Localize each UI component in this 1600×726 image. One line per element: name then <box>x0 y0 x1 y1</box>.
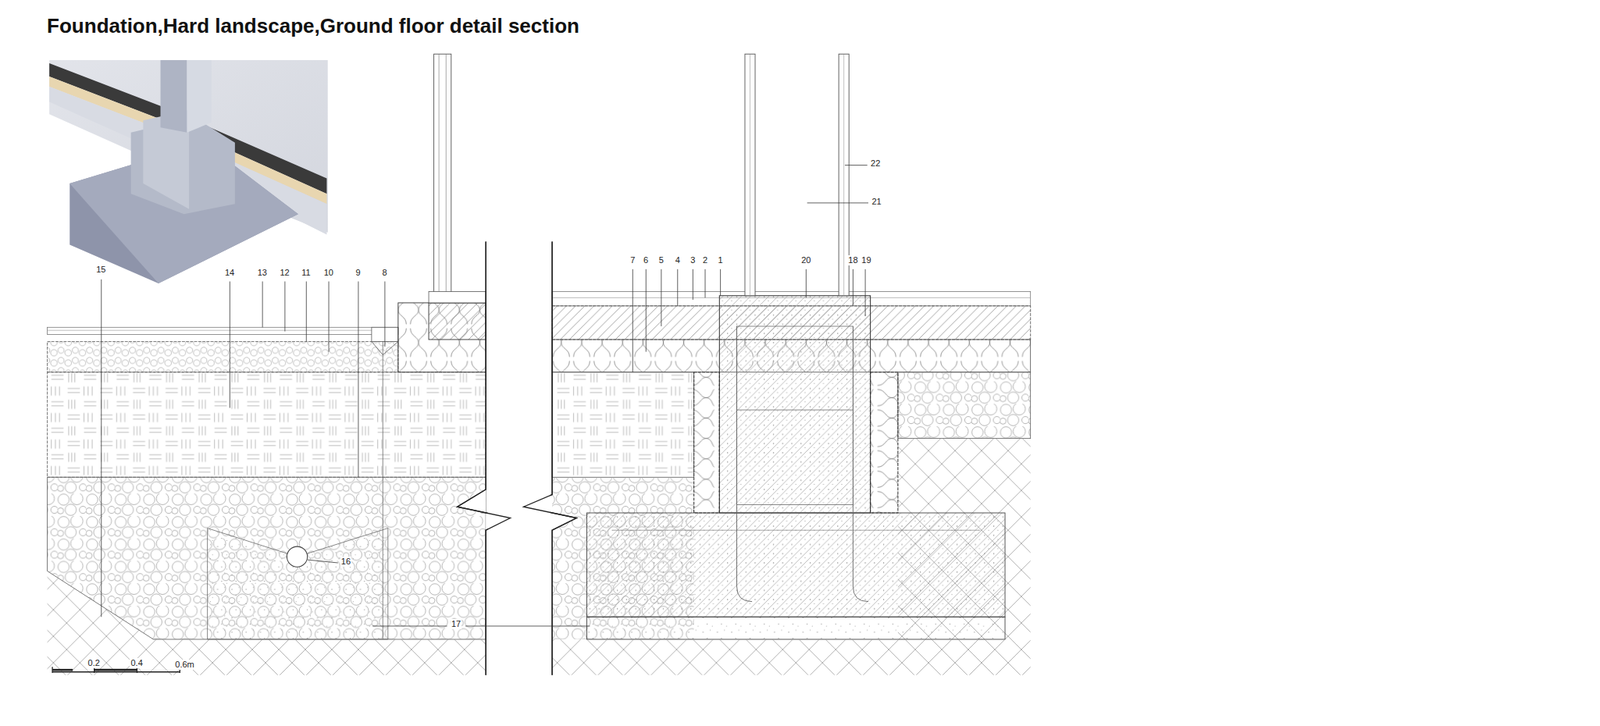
callout-number: 3 <box>689 255 696 266</box>
drawing-title: Foundation,Hard landscape,Ground floor d… <box>46 14 580 39</box>
break-line <box>457 240 578 680</box>
scale-value: 0.4 <box>129 658 143 669</box>
callout-number: 18 <box>847 255 859 266</box>
scale-value: 0.6m <box>174 659 195 670</box>
callout-number: 12 <box>278 267 290 278</box>
callout-number: 2 <box>702 255 709 266</box>
callout-number: 17 <box>450 619 462 630</box>
callout-number: 11 <box>300 267 311 278</box>
callout-number: 13 <box>256 267 268 278</box>
callout-number: 1 <box>717 255 724 266</box>
scale-bar <box>52 666 180 674</box>
callout-number: 22 <box>869 158 881 169</box>
callout-number: 5 <box>658 255 665 266</box>
foundation-section <box>552 53 1031 675</box>
callout-number: 21 <box>870 196 882 207</box>
callout-number: 10 <box>323 267 335 278</box>
callout-number: 15 <box>95 264 107 275</box>
scale-value: 0.2 <box>87 658 101 669</box>
callout-number: 14 <box>224 267 236 278</box>
callout-number: 19 <box>860 255 872 266</box>
callout-number: 7 <box>629 255 636 266</box>
leader-line <box>101 165 869 627</box>
callout-number: 16 <box>340 556 352 567</box>
callout-number: 8 <box>381 267 389 278</box>
callout-number: 9 <box>355 267 362 278</box>
axonometric-inset <box>49 60 328 286</box>
callout-number: 6 <box>642 255 649 266</box>
callout-number: 4 <box>674 255 681 266</box>
hard-landscape <box>47 53 487 675</box>
callout-number: 20 <box>800 255 812 266</box>
